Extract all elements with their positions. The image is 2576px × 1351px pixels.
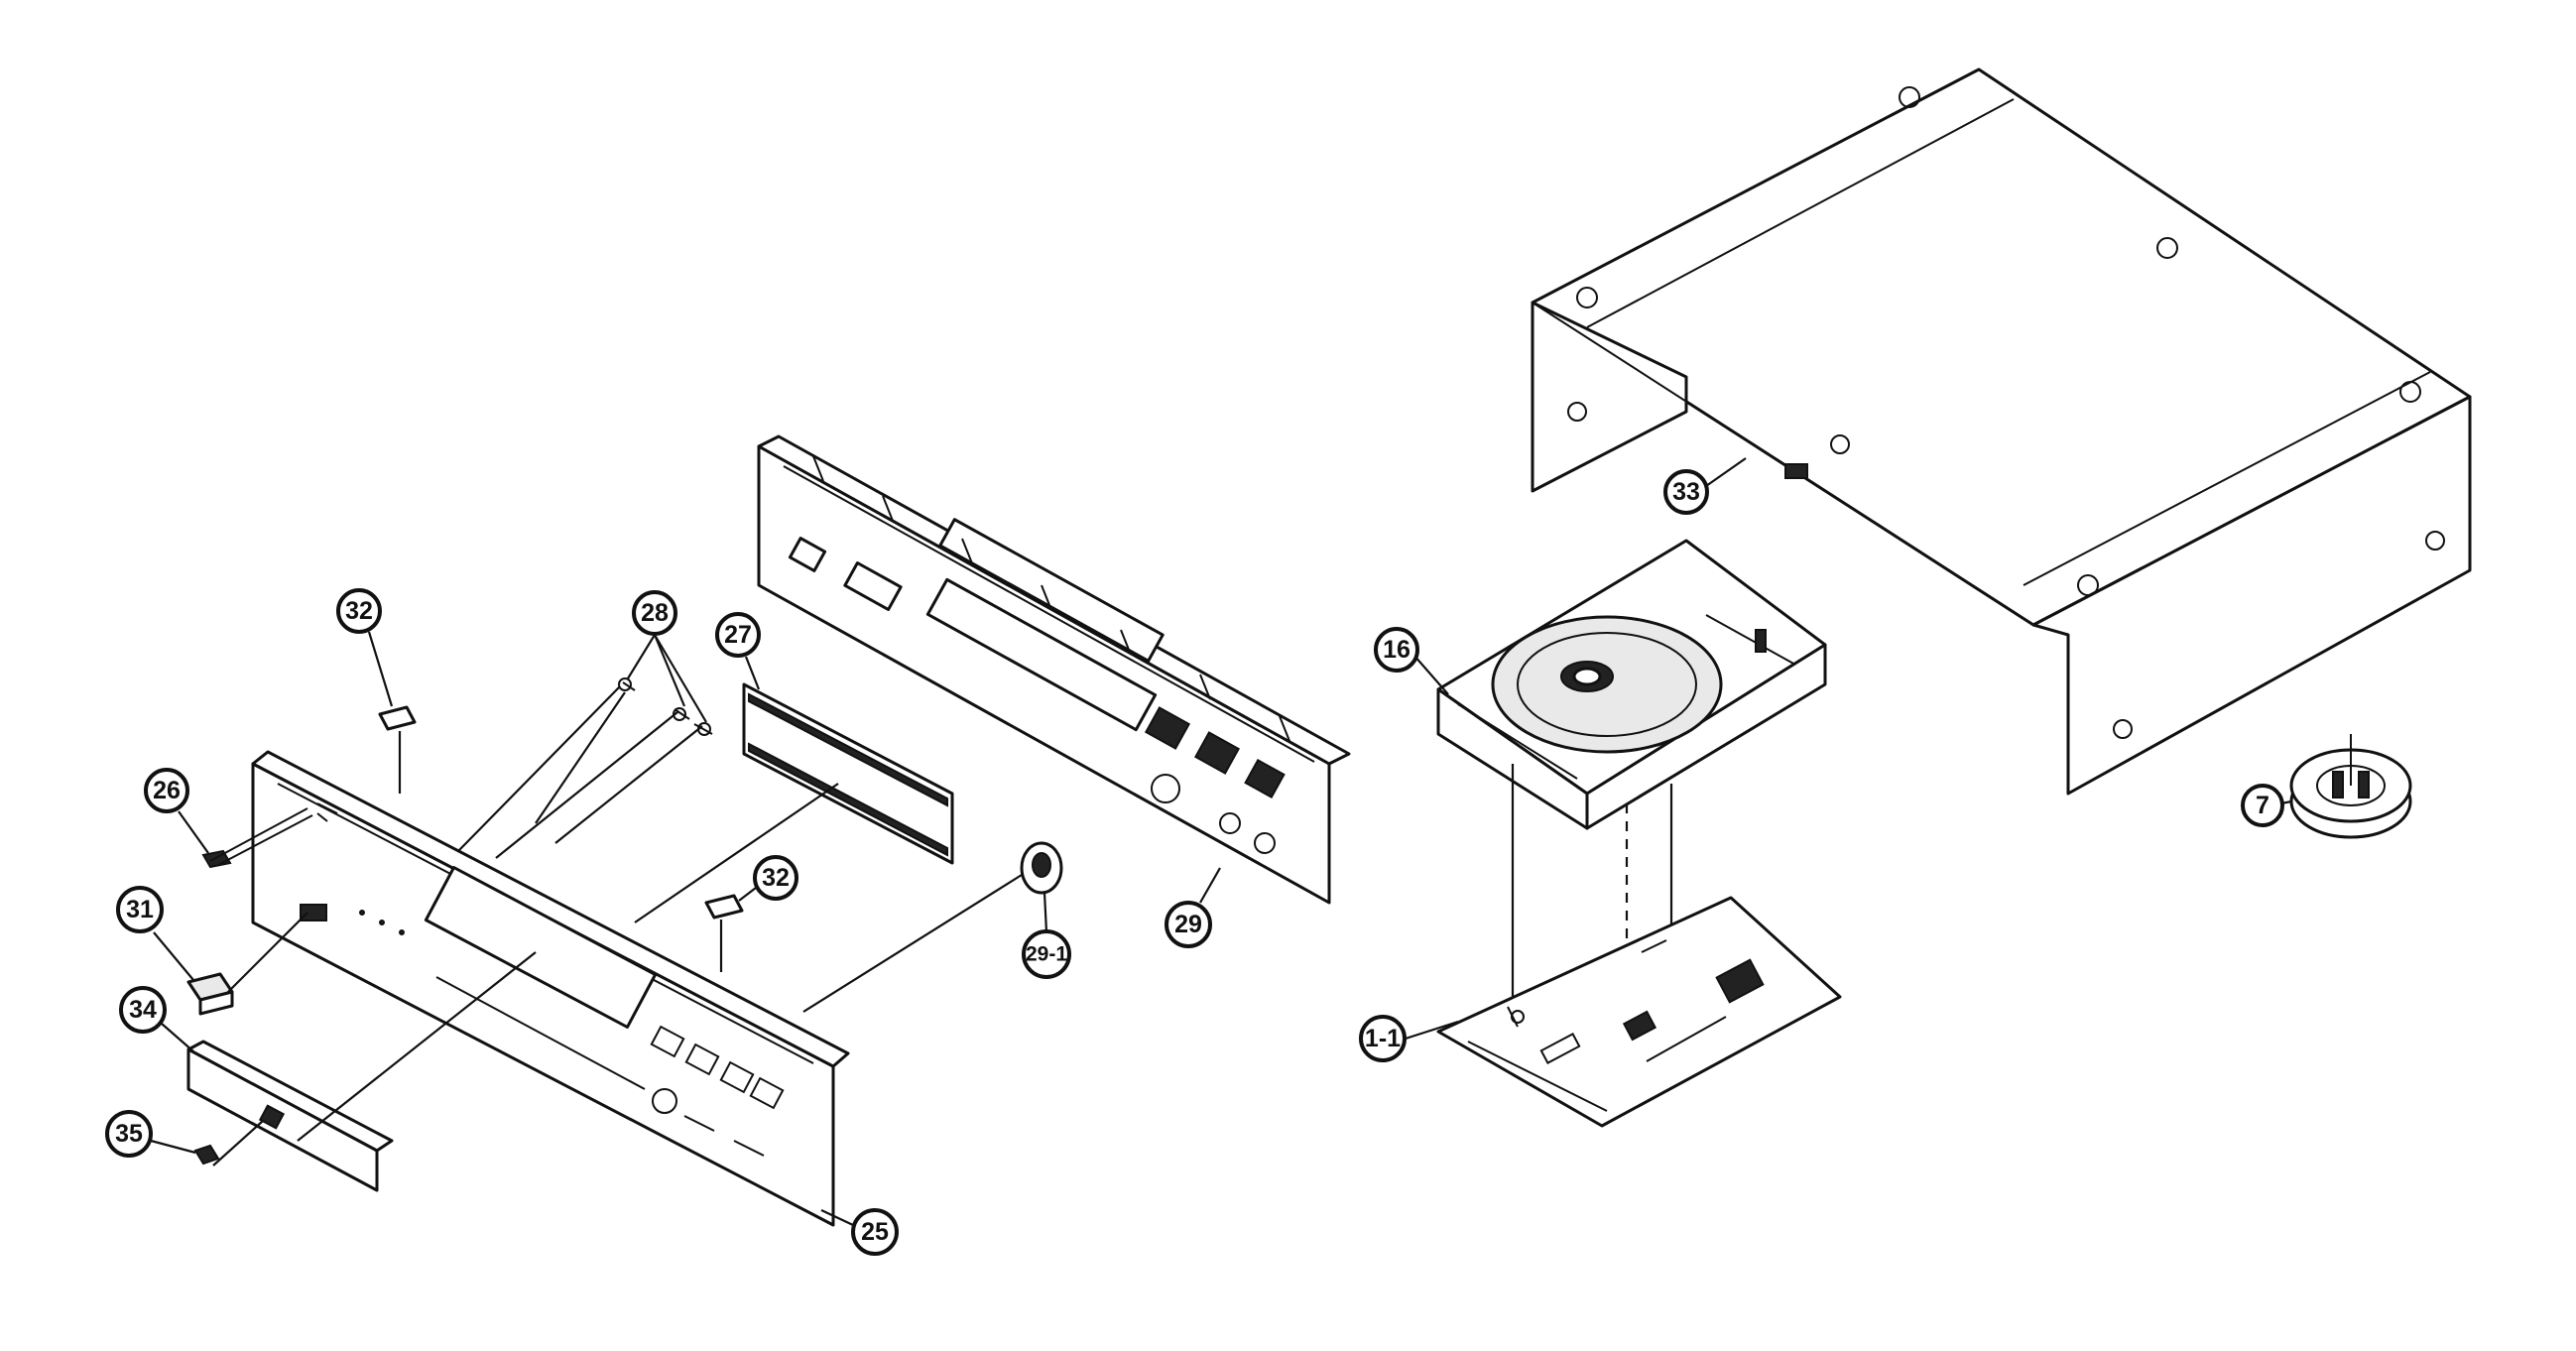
svg-text:31: 31 <box>126 896 154 923</box>
part-25-front-panel <box>251 750 850 1227</box>
part-32-spacer <box>378 705 417 731</box>
svg-text:26: 26 <box>153 777 181 804</box>
callout-35: 35 <box>105 1110 196 1158</box>
callout-26: 26 <box>144 768 209 854</box>
assembly-lines <box>212 685 1023 1167</box>
svg-text:25: 25 <box>861 1218 889 1246</box>
part-7-foot-knob <box>2289 734 2412 839</box>
callout-31: 31 <box>116 886 194 981</box>
callout-25: 25 <box>820 1208 899 1256</box>
callout-27: 27 <box>715 612 761 690</box>
svg-text:16: 16 <box>1383 636 1411 664</box>
svg-text:27: 27 <box>724 621 752 649</box>
svg-text:29: 29 <box>1174 911 1202 938</box>
part-29-front-chassis <box>757 434 1351 905</box>
part-26-cable <box>201 807 313 869</box>
svg-text:7: 7 <box>2256 792 2269 819</box>
callout-34: 34 <box>119 986 194 1052</box>
svg-text:1-1: 1-1 <box>1365 1025 1401 1052</box>
part-33-top-cover <box>1531 67 2472 796</box>
part-32-spacer <box>704 894 744 920</box>
callout-33: 33 <box>1663 457 1747 515</box>
part-35-spring <box>193 1144 220 1166</box>
callout-29-1: 29-1 <box>1022 892 1071 979</box>
svg-text:34: 34 <box>129 996 157 1024</box>
callout-28: 28 <box>627 590 707 723</box>
svg-text:33: 33 <box>1672 478 1700 506</box>
svg-text:32: 32 <box>345 597 373 625</box>
part-31-button <box>186 972 234 1016</box>
callout-32: 32 <box>336 588 394 707</box>
part-29-1-button <box>1020 841 1063 895</box>
svg-text:35: 35 <box>115 1120 143 1148</box>
callout-16: 16 <box>1374 627 1449 695</box>
part-16-cd-mechanism <box>1436 539 1827 830</box>
svg-text:29-1: 29-1 <box>1026 943 1067 966</box>
callout-7: 7 <box>2241 784 2292 827</box>
svg-text:28: 28 <box>641 599 669 627</box>
part-34-bar <box>186 1040 394 1192</box>
callout-1-1: 1-1 <box>1359 1015 1459 1062</box>
callout-32: 32 <box>738 855 798 902</box>
part-1-1-main-pcb <box>1436 896 1842 1128</box>
svg-text:32: 32 <box>762 864 790 892</box>
part-27-display-window <box>742 682 954 865</box>
callout-29: 29 <box>1165 867 1221 948</box>
